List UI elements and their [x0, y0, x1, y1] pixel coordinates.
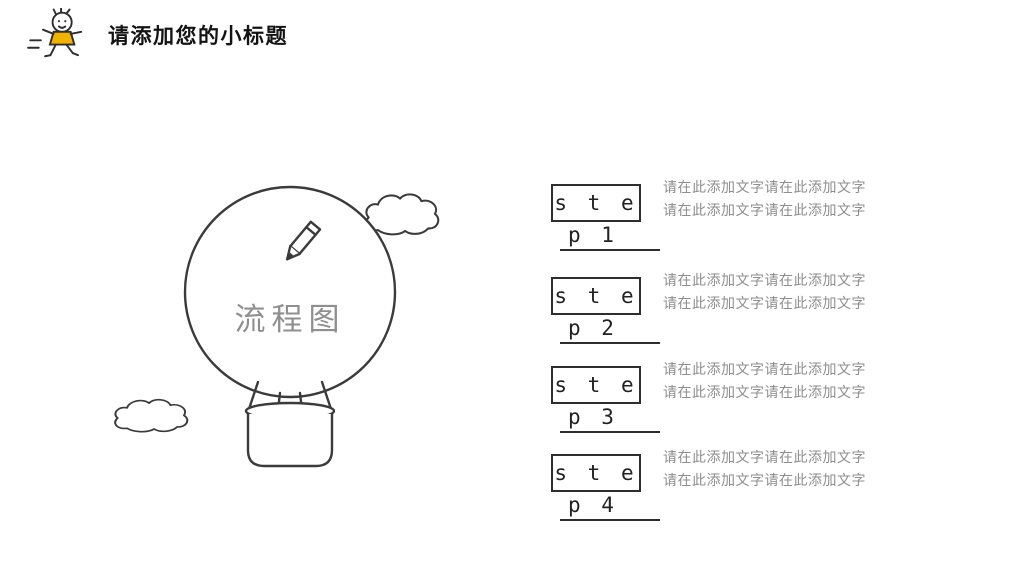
step-3-marker[interactable]: s t e p 3	[551, 366, 671, 433]
step-3-tail[interactable]: p 3	[560, 404, 660, 433]
step-item-3: s t e p 3 请在此添加文字请在此添加文字 请在此添加文字请在此添加文字	[551, 363, 941, 452]
step-3-description[interactable]: 请在此添加文字请在此添加文字 请在此添加文字请在此添加文字	[663, 359, 928, 405]
step-2-marker[interactable]: s t e p 2	[551, 277, 671, 344]
balloon-envelope	[183, 185, 397, 399]
step-4-desc-line1: 请在此添加文字请在此添加文字	[663, 451, 866, 466]
cloud-icon	[365, 193, 440, 236]
step-2-description[interactable]: 请在此添加文字请在此添加文字 请在此添加文字请在此添加文字	[663, 270, 928, 316]
step-4-description[interactable]: 请在此添加文字请在此添加文字 请在此添加文字请在此添加文字	[663, 447, 928, 493]
step-4-marker[interactable]: s t e p 4	[551, 454, 671, 521]
cloud-icon	[114, 398, 189, 433]
step-item-2: s t e p 2 请在此添加文字请在此添加文字 请在此添加文字请在此添加文字	[551, 274, 941, 363]
step-3-box[interactable]: s t e	[551, 366, 641, 404]
slide-header: 请添加您的小标题	[26, 8, 288, 62]
step-2-desc-line1: 请在此添加文字请在此添加文字	[663, 274, 866, 289]
step-1-desc-line2: 请在此添加文字请在此添加文字	[663, 204, 866, 219]
balloon-label[interactable]: 流程图	[235, 302, 346, 337]
balloon-basket	[244, 380, 336, 468]
step-4-box[interactable]: s t e	[551, 454, 641, 492]
doodle-kid-icon	[27, 8, 83, 58]
step-2-desc-line2: 请在此添加文字请在此添加文字	[663, 297, 866, 312]
page-title[interactable]: 请添加您的小标题	[108, 25, 288, 48]
step-1-tail[interactable]: p 1	[560, 222, 660, 251]
step-item-1: s t e p 1 请在此添加文字请在此添加文字 请在此添加文字请在此添加文字	[551, 181, 941, 270]
step-2-tail[interactable]: p 2	[560, 315, 660, 344]
step-4-desc-line2: 请在此添加文字请在此添加文字	[663, 474, 866, 489]
step-1-marker[interactable]: s t e p 1	[551, 184, 671, 251]
pencil-icon	[285, 220, 322, 261]
step-1-box[interactable]: s t e	[551, 184, 641, 222]
step-2-box[interactable]: s t e	[551, 277, 641, 315]
balloon-illustration: 流程图	[100, 160, 480, 500]
step-3-desc-line2: 请在此添加文字请在此添加文字	[663, 386, 866, 401]
step-item-4: s t e p 4 请在此添加文字请在此添加文字 请在此添加文字请在此添加文字	[551, 451, 941, 540]
step-4-tail[interactable]: p 4	[560, 492, 660, 521]
step-1-description[interactable]: 请在此添加文字请在此添加文字 请在此添加文字请在此添加文字	[663, 177, 928, 223]
step-3-desc-line1: 请在此添加文字请在此添加文字	[663, 363, 866, 378]
step-1-desc-line1: 请在此添加文字请在此添加文字	[663, 181, 866, 196]
